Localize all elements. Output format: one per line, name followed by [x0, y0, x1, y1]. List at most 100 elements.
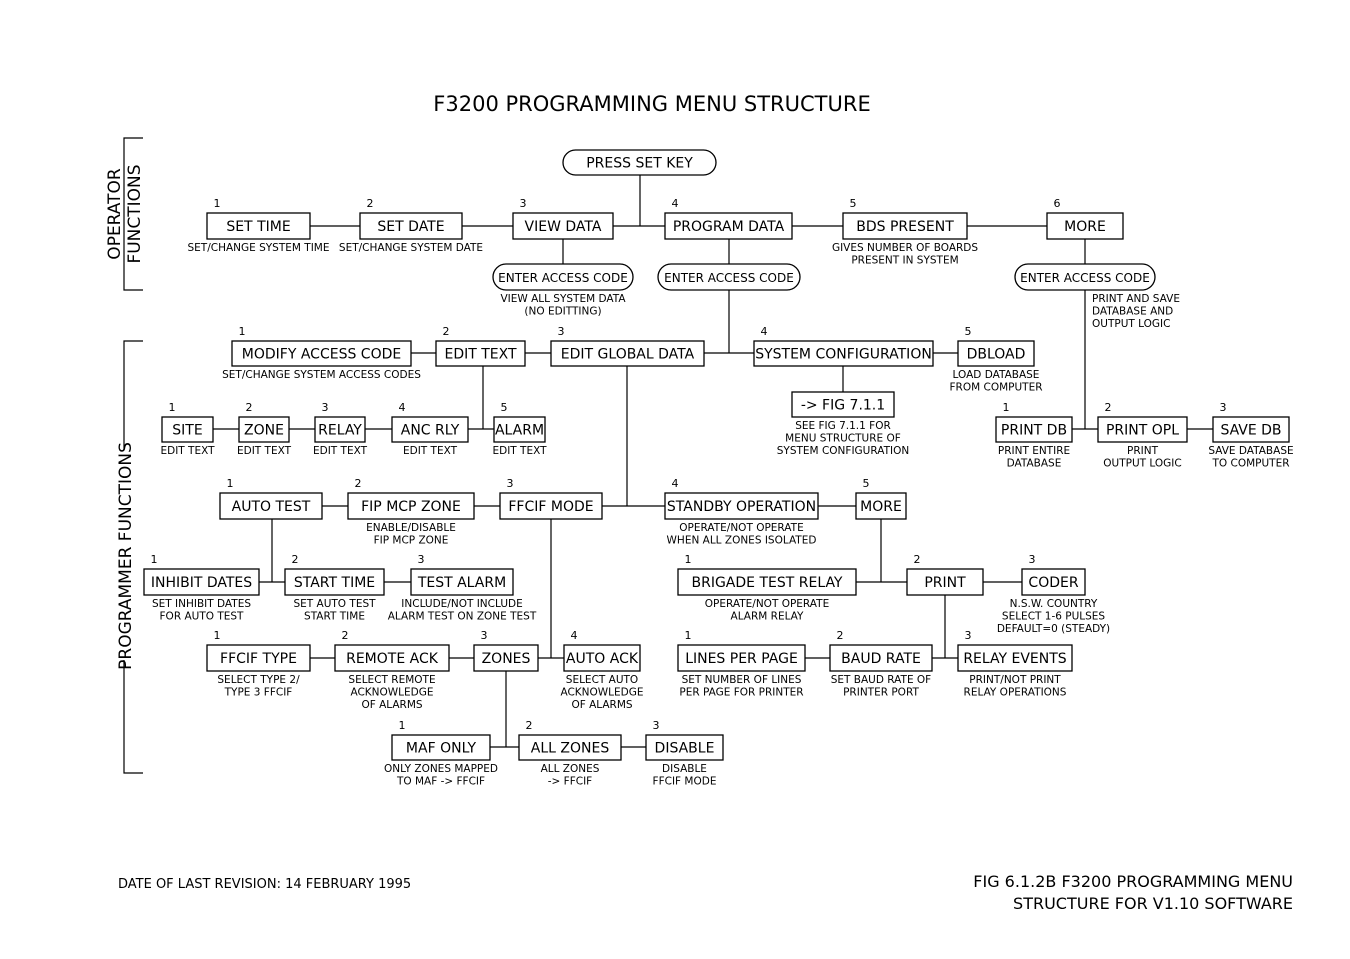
access-more-desc-line-3: OUTPUT LOGIC — [1092, 318, 1170, 330]
lines-per-page-desc-line-1: SET NUMBER OF LINES — [682, 674, 802, 686]
programmer-functions-bracket: PROGRAMMER FUNCTIONS — [116, 340, 143, 774]
auto-test-label: AUTO TEST — [232, 499, 311, 515]
standby-op-label: STANDBY OPERATION — [667, 499, 816, 515]
more-top-label: MORE — [1064, 219, 1106, 235]
diagram-title: F3200 PROGRAMMING MENU STRUCTURE — [433, 92, 870, 116]
standby-op-desc-line-2: WHEN ALL ZONES ISOLATED — [667, 535, 817, 547]
program-data-number: 4 — [672, 197, 679, 210]
maf-only-number: 1 — [399, 719, 406, 732]
all-zones-label: ALL ZONES — [531, 741, 610, 757]
zones-label: ZONES — [482, 651, 531, 667]
coder-desc-line-2: SELECT 1-6 PULSES — [1002, 611, 1106, 623]
press-set-key-node[interactable]: PRESS SET KEY — [562, 149, 717, 176]
site-number: 1 — [169, 401, 176, 414]
access-view-desc-line-2: (NO EDITTING) — [524, 306, 601, 318]
baud-rate-box — [829, 644, 933, 672]
test-alarm-number: 3 — [418, 553, 425, 566]
access-more-label: ENTER ACCESS CODE — [1020, 271, 1150, 285]
remote-ack-number: 2 — [342, 629, 349, 642]
auto-test-node[interactable]: AUTO TEST 1 — [219, 477, 323, 520]
disable-desc-line-1: DISABLE — [662, 763, 707, 775]
dbload-label: DBLOAD — [967, 347, 1026, 363]
more-mid-box — [855, 492, 907, 520]
save-db-label: SAVE DB — [1220, 423, 1281, 439]
ffcif-type-number: 1 — [214, 629, 221, 642]
operator-functions-bracket: OPERATOR FUNCTIONS — [105, 137, 145, 291]
print-db-desc-line-1: PRINT ENTIRE — [998, 445, 1070, 457]
lines-per-page-label: LINES PER PAGE — [685, 651, 798, 667]
relay-box — [314, 416, 366, 443]
set-time-label: SET TIME — [226, 219, 290, 235]
operator-label-line1: OPERATOR — [105, 168, 125, 260]
set-date-label: SET DATE — [377, 219, 444, 235]
anc-rly-box — [391, 416, 469, 443]
zone-box — [238, 416, 290, 443]
anc-rly-number: 4 — [399, 401, 406, 414]
fig-711-desc-line-3: SYSTEM CONFIGURATION — [777, 445, 909, 457]
relay-events-desc-line-2: RELAY OPERATIONS — [964, 687, 1067, 699]
maf-only-box — [391, 734, 491, 761]
baud-rate-desc-line-2: PRINTER PORT — [843, 687, 919, 699]
ffcif-type-desc-line-1: SELECT TYPE 2/ — [217, 674, 300, 686]
maf-only-label: MAF ONLY — [406, 741, 477, 757]
baud-rate-label: BAUD RATE — [841, 651, 921, 667]
access-program-label: ENTER ACCESS CODE — [664, 271, 794, 285]
maf-only-desc-line-2: TO MAF -> FFCIF — [396, 776, 485, 788]
start-time-desc-line-2: START TIME — [304, 611, 365, 623]
test-alarm-desc-line-1: INCLUDE/NOT INCLUDE — [401, 598, 522, 610]
dbload-number: 5 — [965, 325, 972, 338]
inhibit-dates-box — [143, 568, 260, 596]
access-program-node[interactable]: ENTER ACCESS CODE — [657, 263, 801, 291]
access-more-desc-line-2: DATABASE AND — [1092, 306, 1173, 318]
fig-711-desc-line-2: MENU STRUCTURE OF — [785, 433, 901, 445]
print-number: 2 — [914, 553, 921, 566]
coder-desc-line-3: DEFAULT=0 (STEADY) — [997, 623, 1110, 635]
auto-test-number: 1 — [227, 477, 234, 490]
access-view-box — [492, 263, 634, 291]
print-db-desc-line-2: DATABASE — [1007, 458, 1062, 470]
fip-mcp-zone-label: FIP MCP ZONE — [361, 499, 461, 515]
